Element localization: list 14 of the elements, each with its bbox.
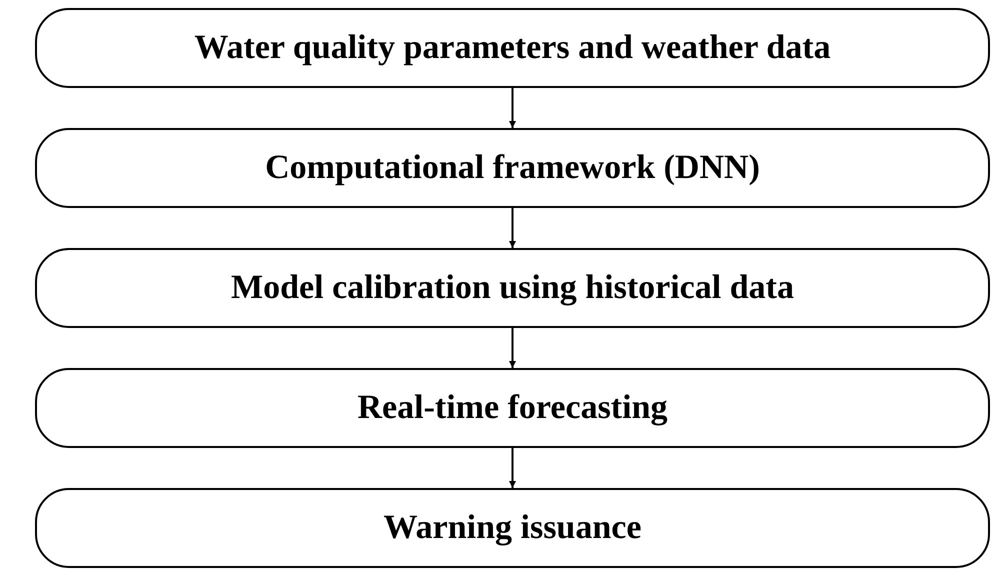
arrow: [509, 448, 516, 488]
arrow: [509, 208, 516, 248]
box-label: Warning issuance: [384, 508, 642, 548]
arrow: [509, 328, 516, 368]
box-label: Real-time forecasting: [358, 388, 668, 428]
box-label: Model calibration using historical data: [231, 268, 794, 308]
process-box: [35, 8, 990, 88]
box-label: Water quality parameters and weather data: [194, 28, 831, 68]
process-box: [35, 128, 990, 208]
box-label: Computational framework (DNN): [265, 148, 760, 188]
process-box: [35, 488, 990, 568]
arrow: [509, 88, 516, 128]
process-box: [35, 368, 990, 448]
process-box: [35, 248, 990, 328]
